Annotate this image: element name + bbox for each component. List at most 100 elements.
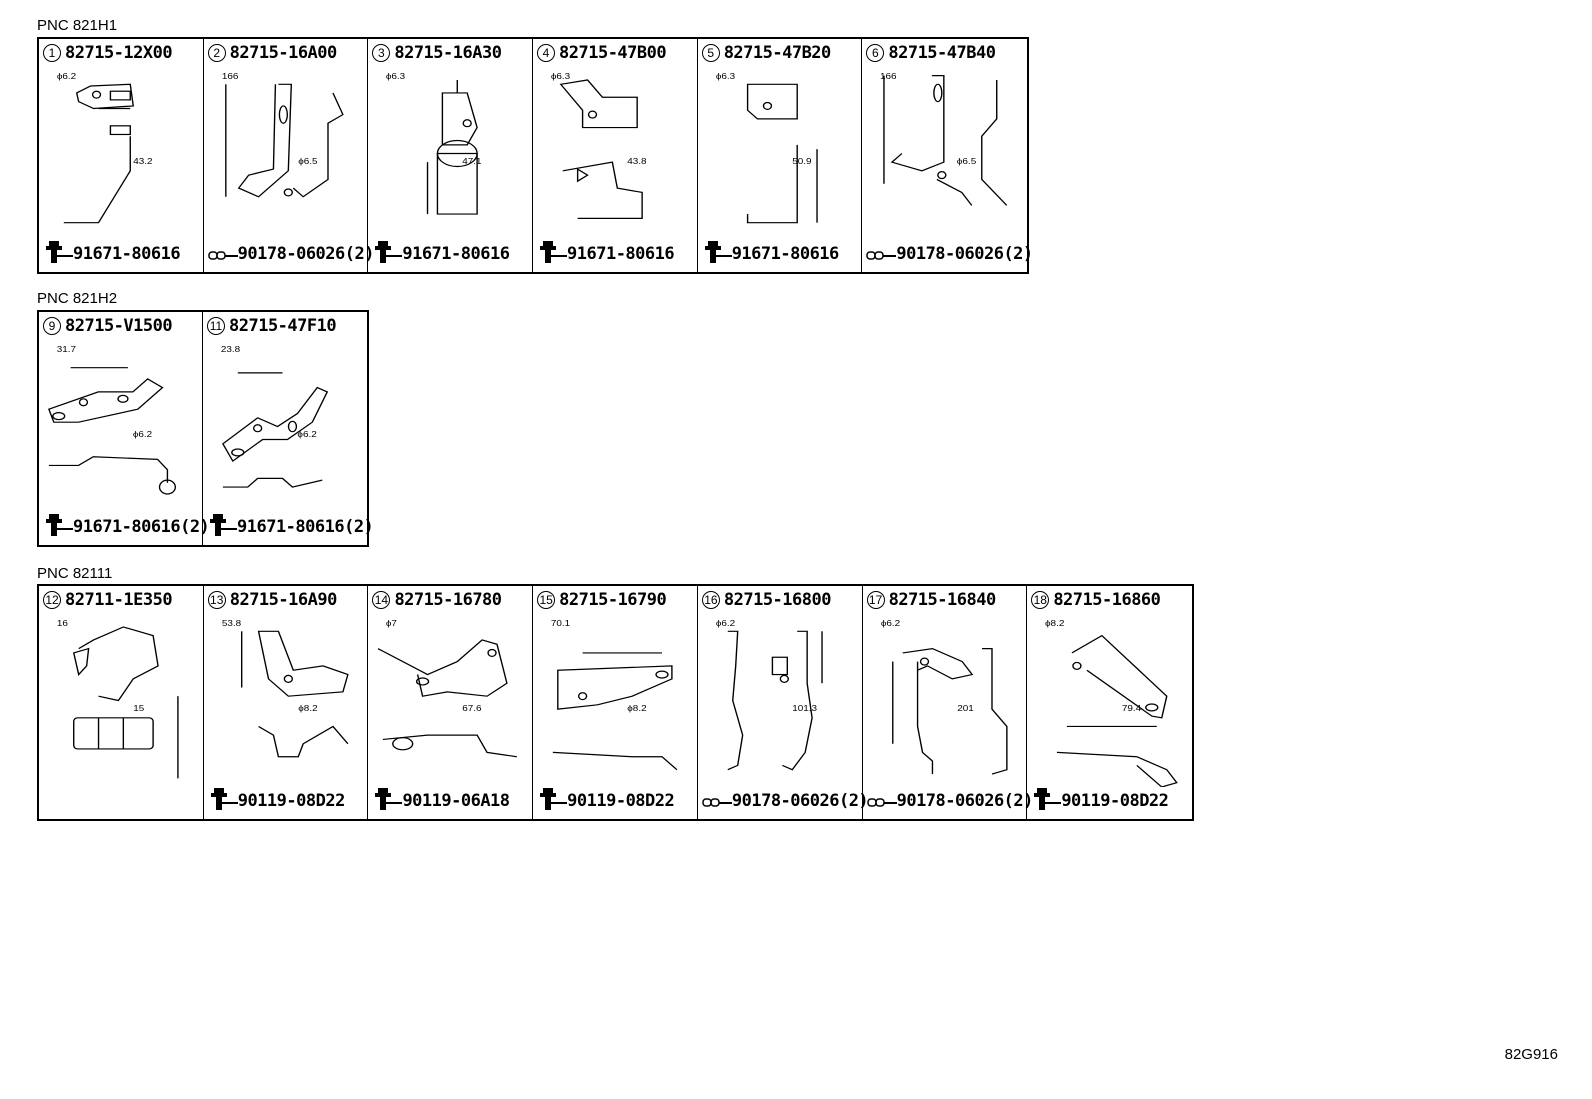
callout-number: 2 <box>207 44 226 62</box>
part-number[interactable]: 82715-47B00 <box>559 43 667 63</box>
bolt-icon <box>372 785 403 816</box>
fastener-row: 91671-80616 <box>43 238 181 269</box>
fastener-row: 90119-08D22 <box>1031 785 1169 816</box>
dimension-label: 47.1 <box>463 156 482 165</box>
bolt-icon <box>1031 785 1062 816</box>
callout-number: 16 <box>701 591 720 609</box>
part-number[interactable]: 82715-16860 <box>1053 590 1161 610</box>
part-number[interactable]: 82715-16840 <box>888 590 997 610</box>
pnc-label: PNC 821H2 <box>37 290 118 307</box>
part-cell[interactable]: 12 82711-1E350 16 15 <box>39 586 204 819</box>
dimension-label: 15 <box>133 703 144 712</box>
part-number[interactable]: 82711-1E350 <box>65 590 173 610</box>
dimension-label: 43.8 <box>627 156 646 165</box>
part-number[interactable]: 82715-16A00 <box>229 43 338 63</box>
fastener-part-number[interactable]: 91671-80616(2) <box>73 516 210 537</box>
bolt-icon <box>207 511 237 542</box>
part-number[interactable]: 82715-12X00 <box>65 43 173 63</box>
part-number[interactable]: 82715-16A90 <box>229 590 338 610</box>
part-header: 15 82715-16790 <box>537 590 667 610</box>
part-illustration: 31.7 ϕ6.2 <box>39 340 202 513</box>
dimension-label: ϕ6.5 <box>957 156 976 165</box>
dimension-label: 53.8 <box>222 619 241 628</box>
fastener-part-number[interactable]: 90178-06026(2) <box>896 790 1034 811</box>
dimension-label: ϕ6.2 <box>133 429 152 438</box>
callout-number: 9 <box>43 317 61 335</box>
callout-number: 1 <box>43 44 61 62</box>
fastener-part-number[interactable]: 91671-80616 <box>567 243 675 264</box>
bolt-icon <box>208 785 238 816</box>
fastener-row: 90119-06A18 <box>372 785 510 816</box>
part-number[interactable]: 82715-16800 <box>723 590 832 610</box>
part-cell[interactable]: 9 82715-V1500 31.7 ϕ6.2 91671-80616(2) <box>39 312 210 545</box>
dimension-label: ϕ6.3 <box>551 72 570 81</box>
fastener-part-number[interactable]: 91671-80616 <box>402 243 510 264</box>
part-number[interactable]: 82715-16A30 <box>394 43 502 63</box>
fastener-part-number[interactable]: 90119-08D22 <box>237 790 346 811</box>
fastener-part-number[interactable]: 90178-06026(2) <box>896 243 1033 264</box>
fastener-part-number[interactable]: 90119-08D22 <box>567 790 675 811</box>
fastener-row: 90178-06026(2) <box>866 238 1033 269</box>
dimension-label: ϕ6.2 <box>57 72 76 81</box>
fastener-part-number[interactable]: 91671-80616(2) <box>237 516 374 537</box>
fastener-row: 90178-06026(2) <box>702 785 869 816</box>
part-illustration: 166 ϕ6.5 <box>204 67 368 240</box>
pnc-label: PNC 82111 <box>37 565 113 582</box>
part-number[interactable]: 82715-47B20 <box>723 43 832 63</box>
part-header: 14 82715-16780 <box>372 590 502 610</box>
fastener-part-number[interactable]: 91671-80616 <box>731 243 840 264</box>
fastener-part-number[interactable]: 90119-06A18 <box>402 790 510 811</box>
dimension-label: ϕ8.2 <box>627 703 646 712</box>
clip-icon <box>866 238 897 269</box>
fastener-part-number[interactable]: 90178-06026(2) <box>237 243 375 264</box>
fastener-row: 90119-08D22 <box>208 785 345 816</box>
dimension-label: 50.9 <box>792 156 811 165</box>
dimension-label: 16 <box>57 619 68 628</box>
dimension-label: 31.7 <box>57 345 76 354</box>
clip-icon <box>207 238 238 269</box>
fastener-part-number[interactable]: 90178-06026(2) <box>731 790 869 811</box>
bolt-icon <box>372 238 403 269</box>
part-cell[interactable]: 2 82715-16A00 166 ϕ6.5 90178-06026(2) <box>204 39 374 272</box>
dimension-label: ϕ7 <box>386 619 397 628</box>
part-header: 3 82715-16A30 <box>372 43 502 63</box>
part-number[interactable]: 82715-47B40 <box>888 43 996 63</box>
part-header: 17 82715-16840 <box>866 590 997 610</box>
bolt-icon <box>43 511 73 542</box>
dimension-label: ϕ6.5 <box>298 156 317 165</box>
fastener-part-number[interactable]: 91671-80616 <box>73 243 181 264</box>
callout-number: 13 <box>207 591 226 609</box>
part-header: 6 82715-47B40 <box>866 43 996 63</box>
dimension-label: ϕ8.2 <box>1045 619 1064 628</box>
part-number[interactable]: 82715-16790 <box>559 590 667 610</box>
fastener-part-number[interactable]: 90119-08D22 <box>1061 790 1169 811</box>
part-number[interactable]: 82715-47F10 <box>229 316 337 336</box>
dimension-label: 166 <box>222 72 239 81</box>
callout-number: 12 <box>43 591 61 609</box>
part-number[interactable]: 82715-16780 <box>394 590 502 610</box>
part-header: 18 82715-16860 <box>1031 590 1161 610</box>
part-number[interactable]: 82715-V1500 <box>65 316 173 336</box>
callout-number: 6 <box>866 44 885 62</box>
fastener-row: 91671-80616 <box>372 238 510 269</box>
